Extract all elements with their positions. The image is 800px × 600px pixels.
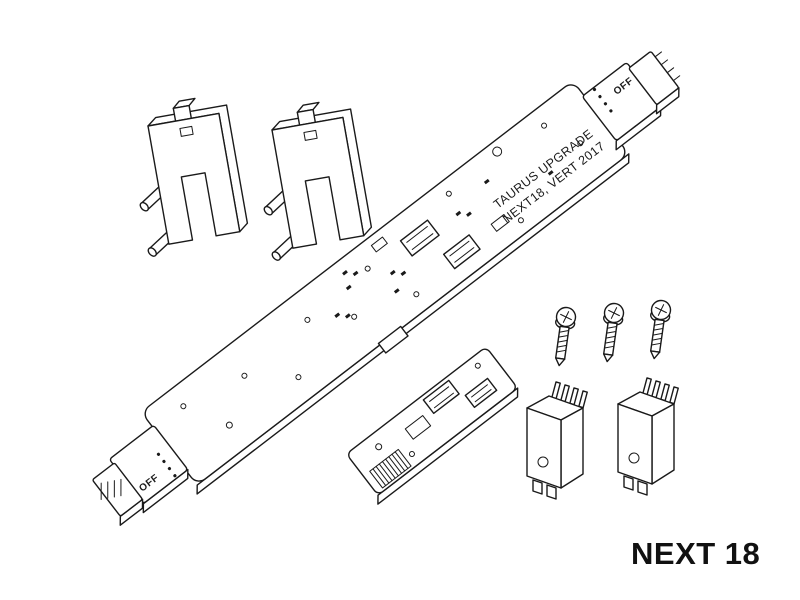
connector-feet — [623, 475, 648, 496]
phillips-cross-icon — [655, 304, 667, 316]
pcb-left-connector — [92, 462, 143, 517]
pcb-right-connector — [628, 51, 679, 105]
connector-hole — [537, 456, 549, 468]
connector-hole — [628, 452, 640, 464]
screw-1 — [554, 306, 577, 367]
daughter-edge-connector — [369, 448, 412, 489]
board-holes — [180, 122, 584, 429]
board-component-outline-1 — [370, 236, 388, 253]
pcb-right-connector-pins — [654, 51, 681, 82]
main-pcb: OFF OFF — [92, 51, 681, 526]
mounting-clip-2 — [263, 101, 373, 261]
mounting-clip-1 — [139, 97, 249, 257]
board-chip-2 — [442, 234, 481, 270]
screw-tip — [554, 357, 566, 367]
screw-2 — [602, 302, 625, 363]
daughter-pcb — [348, 348, 519, 505]
screw-threads — [604, 325, 618, 349]
board-chip-1 — [399, 219, 440, 257]
daughter-chip-2 — [464, 377, 498, 409]
screw-tip — [602, 353, 614, 363]
connector-front-face — [526, 407, 562, 489]
pcb-edge-notch — [377, 325, 409, 354]
clip-body — [271, 116, 365, 249]
daughter-chip-1 — [422, 379, 460, 415]
board-component-outline-2 — [490, 213, 510, 232]
screw-threads — [556, 329, 570, 353]
screw-tip — [649, 350, 661, 360]
pcb-left-connector-pins — [100, 478, 122, 501]
daughter-holes — [375, 362, 481, 458]
connector-feet — [532, 479, 557, 500]
connector-block-1 — [526, 381, 588, 500]
clip-slot — [303, 129, 318, 141]
connector-side-face — [651, 403, 675, 485]
phillips-cross-icon — [560, 311, 572, 323]
pcb-left-dot-row — [156, 452, 177, 478]
daughter-outline — [348, 348, 516, 494]
phillips-cross-icon — [608, 307, 620, 319]
clip-body — [147, 112, 241, 245]
connector-side-face — [560, 407, 584, 489]
board-pads — [334, 170, 554, 319]
screw-3 — [649, 299, 672, 360]
daughter-chip-3 — [404, 415, 432, 440]
screw-threads — [651, 322, 665, 346]
pcb-right-dot-row — [592, 87, 613, 113]
caption-next18: NEXT 18 — [631, 536, 761, 571]
connector-pins — [551, 381, 588, 409]
clip-slot — [179, 125, 194, 137]
connector-front-face — [617, 403, 653, 485]
connector-block-2 — [617, 377, 679, 496]
